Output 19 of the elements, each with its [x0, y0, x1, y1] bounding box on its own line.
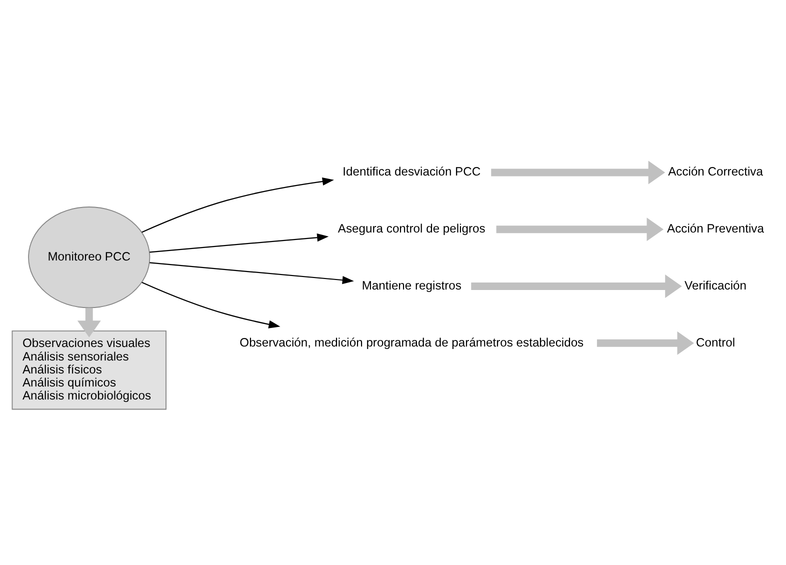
node-box: Observaciones visuales Análisis sensoriales Análisis físicos Análisis químicos Análisis microbiológicos: [12, 330, 166, 410]
arrow: [496, 218, 664, 242]
node-ellipse: Monitoreo PCC: [28, 206, 150, 308]
arrow: [491, 160, 666, 184]
node-text: Asegura control de peligros: [338, 222, 486, 236]
arrow: [142, 177, 334, 233]
node-text: Acción Correctiva: [668, 164, 763, 179]
node-text: Observación, medición programada de parámetros establecidos: [240, 335, 584, 350]
node-text: Mantiene registros: [362, 278, 462, 292]
arrow: [150, 233, 329, 253]
arrow: [150, 262, 354, 284]
arrow: [142, 282, 280, 328]
arrow: [471, 274, 682, 298]
node-text: Identifica desviación PCC: [342, 164, 481, 179]
arrow: [596, 331, 694, 355]
node-text: Acción Preventiva: [667, 222, 764, 236]
node-text: Control: [696, 335, 736, 350]
node-text: Verificación: [684, 278, 746, 292]
arrow: [77, 308, 101, 338]
